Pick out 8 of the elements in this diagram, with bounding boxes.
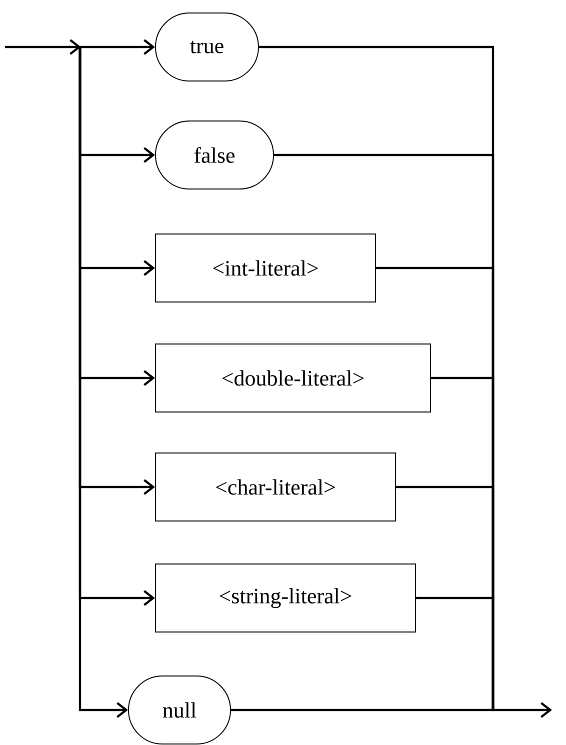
arrow [80,39,155,55]
nonterminal-box: <string-literal> [155,564,416,632]
arrow [5,39,81,55]
nonterminal-box: <char-literal> [155,452,396,522]
nonterminal-box: <double-literal> [155,344,431,412]
nonterminal-box: <int-literal> [155,234,376,302]
arrow [492,702,552,718]
arrow [78,47,128,718]
